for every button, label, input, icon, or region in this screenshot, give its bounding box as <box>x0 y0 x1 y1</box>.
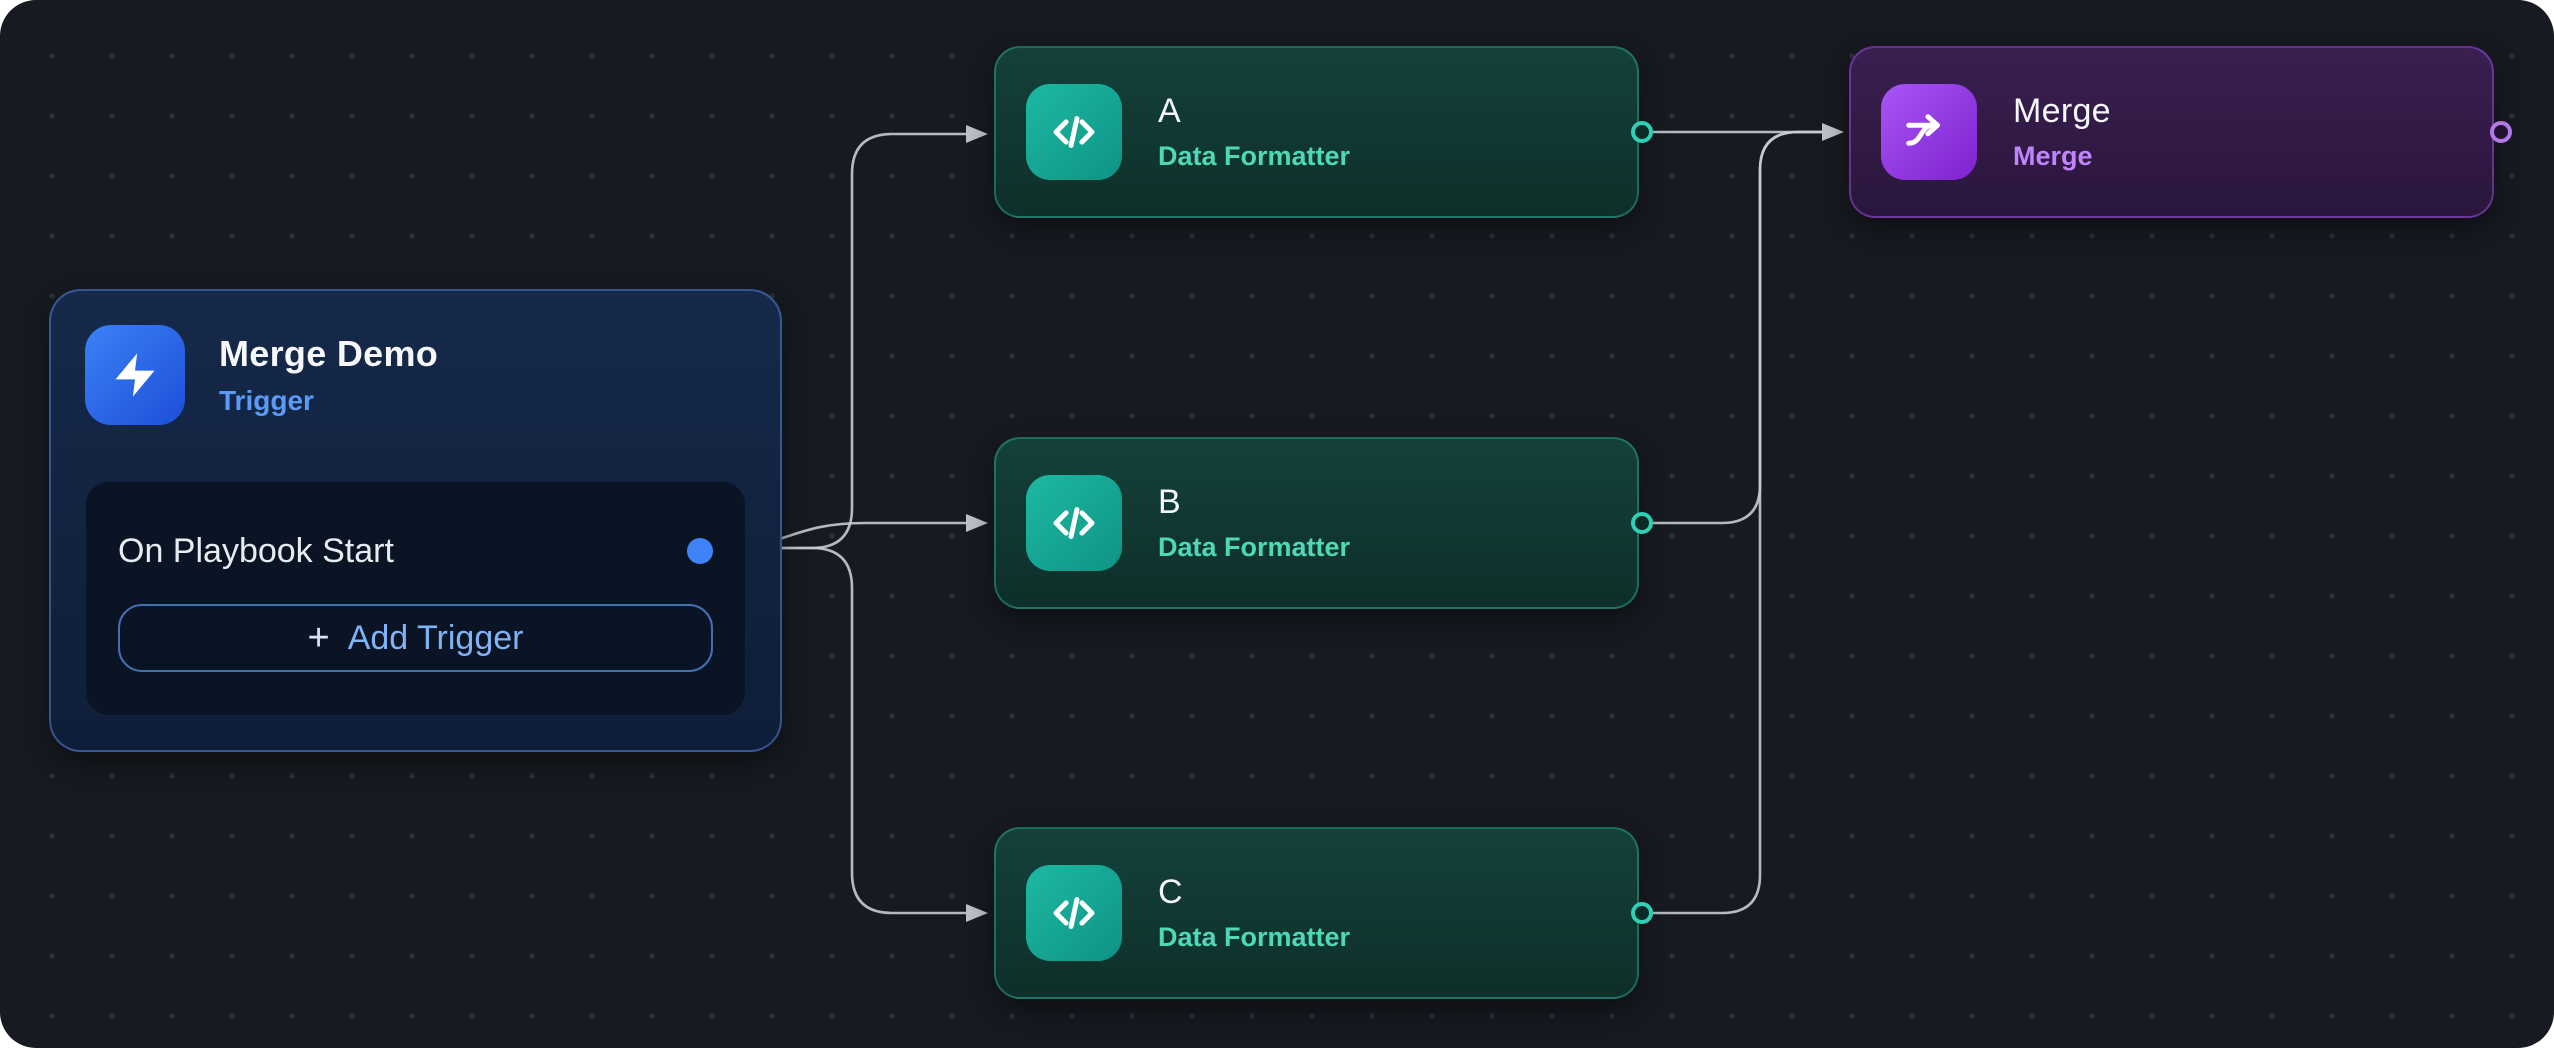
node-subtitle: Data Formatter <box>1158 141 1351 171</box>
node-subtitle: Merge <box>2013 141 2093 171</box>
output-port[interactable] <box>2490 121 2512 143</box>
plus-icon: + <box>307 617 330 659</box>
code-icon <box>1026 84 1122 180</box>
formatter-node-c[interactable]: C Data Formatter <box>994 827 1653 999</box>
arrowhead-c-input <box>966 904 988 922</box>
code-icon <box>1026 865 1122 961</box>
arrowhead-b-input <box>966 514 988 532</box>
node-title: B <box>1158 483 1181 521</box>
lightning-bolt-icon <box>85 325 185 425</box>
edge-c-to-merge <box>1653 130 1822 915</box>
output-port[interactable] <box>1631 512 1653 534</box>
output-port[interactable] <box>1631 121 1653 143</box>
edge-b-to-merge <box>1653 130 1822 525</box>
trigger-row-label: On Playbook Start <box>118 531 394 570</box>
output-port[interactable] <box>1631 902 1653 924</box>
formatter-node-a[interactable]: A Data Formatter <box>994 46 1653 218</box>
node-title: A <box>1158 92 1181 130</box>
trigger-panel: On Playbook Start + Add Trigger <box>85 481 746 716</box>
trigger-node-subtitle: Trigger <box>219 385 314 416</box>
trigger-node-title: Merge Demo <box>219 333 439 374</box>
merge-arrow-icon <box>1881 84 1977 180</box>
formatter-node-b[interactable]: B Data Formatter <box>994 437 1653 609</box>
node-subtitle: Data Formatter <box>1158 532 1351 562</box>
trigger-row[interactable]: On Playbook Start <box>118 516 713 586</box>
edge-trigger-to-a <box>716 132 966 550</box>
arrowhead-merge-input <box>1822 123 1844 141</box>
add-trigger-button[interactable]: + Add Trigger <box>118 604 713 672</box>
trigger-node-header: Merge Demo Trigger <box>85 325 746 425</box>
node-subtitle: Data Formatter <box>1158 922 1351 952</box>
edge-trigger-to-c <box>716 546 966 915</box>
arrowhead-a-input <box>966 125 988 143</box>
trigger-node[interactable]: Merge Demo Trigger On Playbook Start + A… <box>49 289 782 752</box>
trigger-output-port[interactable] <box>687 538 713 564</box>
node-title: Merge <box>2013 92 2111 130</box>
add-trigger-label: Add Trigger <box>347 618 524 657</box>
merge-node[interactable]: Merge Merge <box>1849 46 2512 218</box>
code-icon <box>1026 475 1122 571</box>
node-title: C <box>1158 873 1183 911</box>
